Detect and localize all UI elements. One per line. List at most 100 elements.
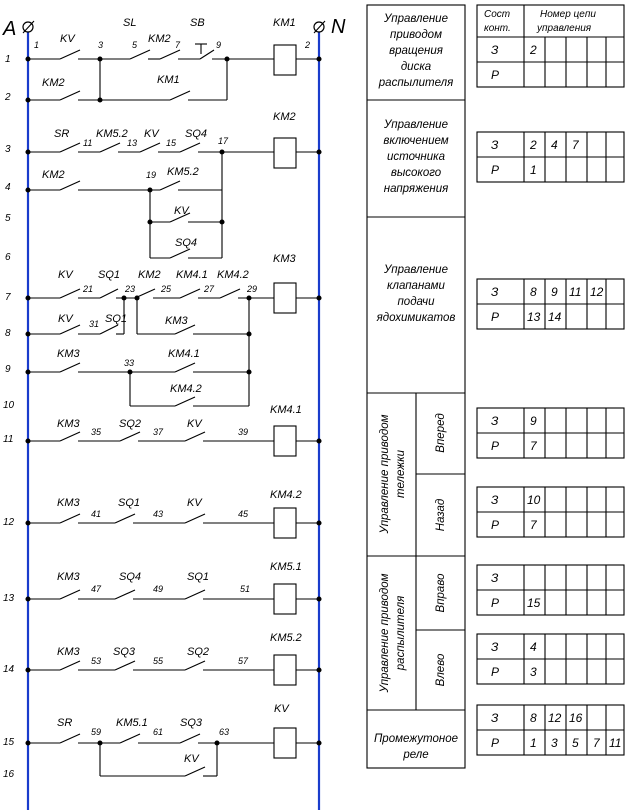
label-sq1: SQ1 <box>98 269 120 281</box>
label-kv: KV <box>274 703 290 715</box>
node-number: 2 <box>304 40 310 50</box>
label-sq2: SQ2 <box>119 418 141 430</box>
desc-line: Управление <box>383 264 448 276</box>
label-kv: KV <box>174 205 190 217</box>
node-number: 27 <box>203 284 215 294</box>
circuit-number: 10 <box>527 493 541 507</box>
circuit-number: 1 <box>530 163 537 177</box>
node-number: 49 <box>153 584 163 594</box>
circuit-number: 7 <box>530 518 538 532</box>
coil-kv <box>273 727 297 759</box>
label-km4-1: KM4.1 <box>270 404 302 416</box>
circuit-number: 16 <box>569 711 583 725</box>
label-km4-1: KM4.1 <box>168 348 200 360</box>
row-number: 9 <box>5 364 11 375</box>
label-km2: KM2 <box>138 269 161 281</box>
bus-a-label: A <box>2 18 16 40</box>
circuit-number: 8 <box>530 711 537 725</box>
row-number: 15 <box>3 737 15 748</box>
state-label: Р <box>491 163 499 177</box>
state-label: З <box>491 711 499 725</box>
header-circuit: управления <box>536 23 592 34</box>
label-sr: SR <box>54 128 69 140</box>
circuit-number: 1 <box>530 736 537 750</box>
circuit-number: 2 <box>529 138 537 152</box>
label-kv: KV <box>184 753 200 765</box>
circuit-number: 12 <box>590 285 604 299</box>
desc-line: Управление <box>383 13 448 25</box>
label-kv: KV <box>144 128 160 140</box>
desc-line: высокого <box>391 167 442 179</box>
node-number: 15 <box>166 138 177 148</box>
row-number: 2 <box>4 92 11 103</box>
circuit-number: 7 <box>530 439 538 453</box>
label-km4-2: KM4.2 <box>170 383 202 395</box>
header-state: конт. <box>484 23 511 34</box>
label-sq1: SQ1 <box>118 497 140 509</box>
desc-line: вращения <box>389 45 443 57</box>
state-label: З <box>491 493 499 507</box>
label-sq3: SQ3 <box>113 646 136 658</box>
circuit-row-11 <box>25 425 322 457</box>
label-km4-1: KM4.1 <box>176 269 208 281</box>
node-number: 11 <box>83 138 92 148</box>
state-label: Р <box>491 310 499 324</box>
label-km2: KM2 <box>42 169 65 181</box>
desc-line: Управление <box>383 119 448 131</box>
desc-rotated: Вперед <box>435 413 447 452</box>
label-sb: SB <box>190 17 205 29</box>
node-number: 61 <box>153 727 163 737</box>
desc-line: напряжения <box>384 183 449 195</box>
node-number: 23 <box>124 284 135 294</box>
label-km5-1: KM5.1 <box>116 717 148 729</box>
node-number: 57 <box>238 656 249 666</box>
circuit-number: 9 <box>551 285 558 299</box>
circuit-row-13 <box>25 583 322 615</box>
circuit-row-3 <box>25 137 322 259</box>
node-number: 33 <box>124 358 134 368</box>
circuit-number: 12 <box>548 711 562 725</box>
row-number: 1 <box>5 54 11 65</box>
label-km4-2: KM4.2 <box>270 489 302 501</box>
desc-line: Промежутоное <box>374 733 458 745</box>
state-label: Р <box>491 736 499 750</box>
state-label: Р <box>491 68 499 82</box>
label-sq2: SQ2 <box>187 646 209 658</box>
node-number: 47 <box>91 584 102 594</box>
node-number: 17 <box>218 136 229 146</box>
label-km5-2: KM5.2 <box>96 128 128 140</box>
circuit-number: 15 <box>527 596 541 610</box>
label-sr: SR <box>57 717 72 729</box>
desc-line: подачи <box>397 296 435 308</box>
label-km2: KM2 <box>273 111 296 123</box>
desc-line: реле <box>402 749 428 761</box>
label-km5-2: KM5.2 <box>270 632 302 644</box>
circuit-number: 9 <box>530 414 537 428</box>
node-number: 1 <box>34 40 39 50</box>
node-number: 59 <box>91 727 101 737</box>
row-number: 3 <box>5 144 11 155</box>
state-label: З <box>491 285 499 299</box>
circuit-number: 8 <box>530 285 537 299</box>
label-km3: KM3 <box>57 418 81 430</box>
header-circuit: Номер цепи <box>540 9 596 20</box>
label-km3: KM3 <box>165 315 189 327</box>
terminal-n-icon <box>313 21 325 33</box>
label-kv: KV <box>58 313 74 325</box>
desc-rotated: Влево <box>435 653 447 686</box>
node-number: 51 <box>240 584 250 594</box>
node-number: 43 <box>153 509 163 519</box>
state-label: З <box>491 571 499 585</box>
label-km1: KM1 <box>157 74 180 86</box>
row-number: 10 <box>3 400 15 411</box>
row-number: 8 <box>5 328 11 339</box>
node-number: 21 <box>82 284 93 294</box>
state-label: З <box>491 138 499 152</box>
label-km5-1: KM5.1 <box>270 561 302 573</box>
